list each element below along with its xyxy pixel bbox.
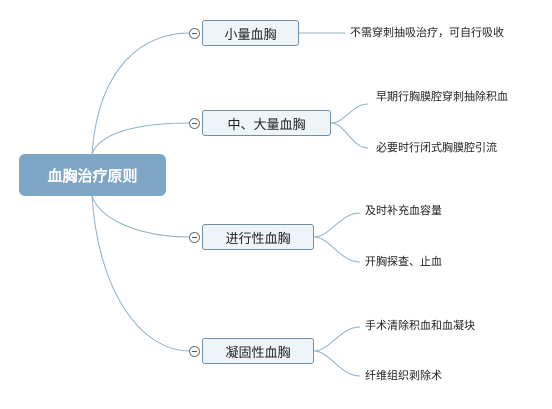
root-topic[interactable]: 血胸治疗原则 (19, 154, 166, 196)
connector-branch-3-leaf-2 (313, 236, 361, 263)
connector-root-branch-2 (91, 122, 191, 155)
branch-topic-1[interactable]: 小量血胸 (202, 20, 299, 46)
connector-branch-3-leaf-1 (313, 212, 361, 238)
leaf-topic-2-2[interactable]: 必要时行闭式胸膜腔引流 (376, 141, 497, 154)
branch-topic-4[interactable]: 凝固性血胸 (202, 338, 314, 364)
connector-branch-2-leaf-2 (330, 122, 369, 149)
leaf-topic-2-1[interactable]: 早期行胸膜腔穿刺抽除积血 (376, 90, 508, 103)
leaf-topic-3-1[interactable]: 及时补充血容量 (365, 204, 442, 217)
branch-topic-3[interactable]: 进行性血胸 (202, 224, 314, 250)
collapse-toggle-branch-4[interactable] (189, 346, 200, 357)
connector-root-branch-4 (91, 195, 191, 352)
branch-topic-2[interactable]: 中、大量血胸 (202, 110, 331, 136)
collapse-toggle-branch-1[interactable] (189, 28, 200, 39)
leaf-topic-4-2[interactable]: 纤维组织剥除术 (365, 369, 442, 382)
leaf-topic-3-2[interactable]: 开胸探查、止血 (365, 255, 442, 268)
connector-branch-4-leaf-1 (313, 326, 361, 352)
leaf-topic-4-1[interactable]: 手术清除积血和血凝块 (365, 319, 475, 332)
leaf-topic-1-1[interactable]: 不需穿刺抽吸治疗，可自行吸收 (350, 26, 504, 39)
connector-root-branch-1 (91, 32, 191, 155)
connector-branch-4-leaf-2 (313, 350, 361, 377)
connector-branch-2-leaf-1 (330, 103, 369, 124)
collapse-toggle-branch-2[interactable] (189, 118, 200, 129)
collapse-toggle-branch-3[interactable] (189, 232, 200, 243)
connector-root-branch-3 (91, 195, 191, 238)
